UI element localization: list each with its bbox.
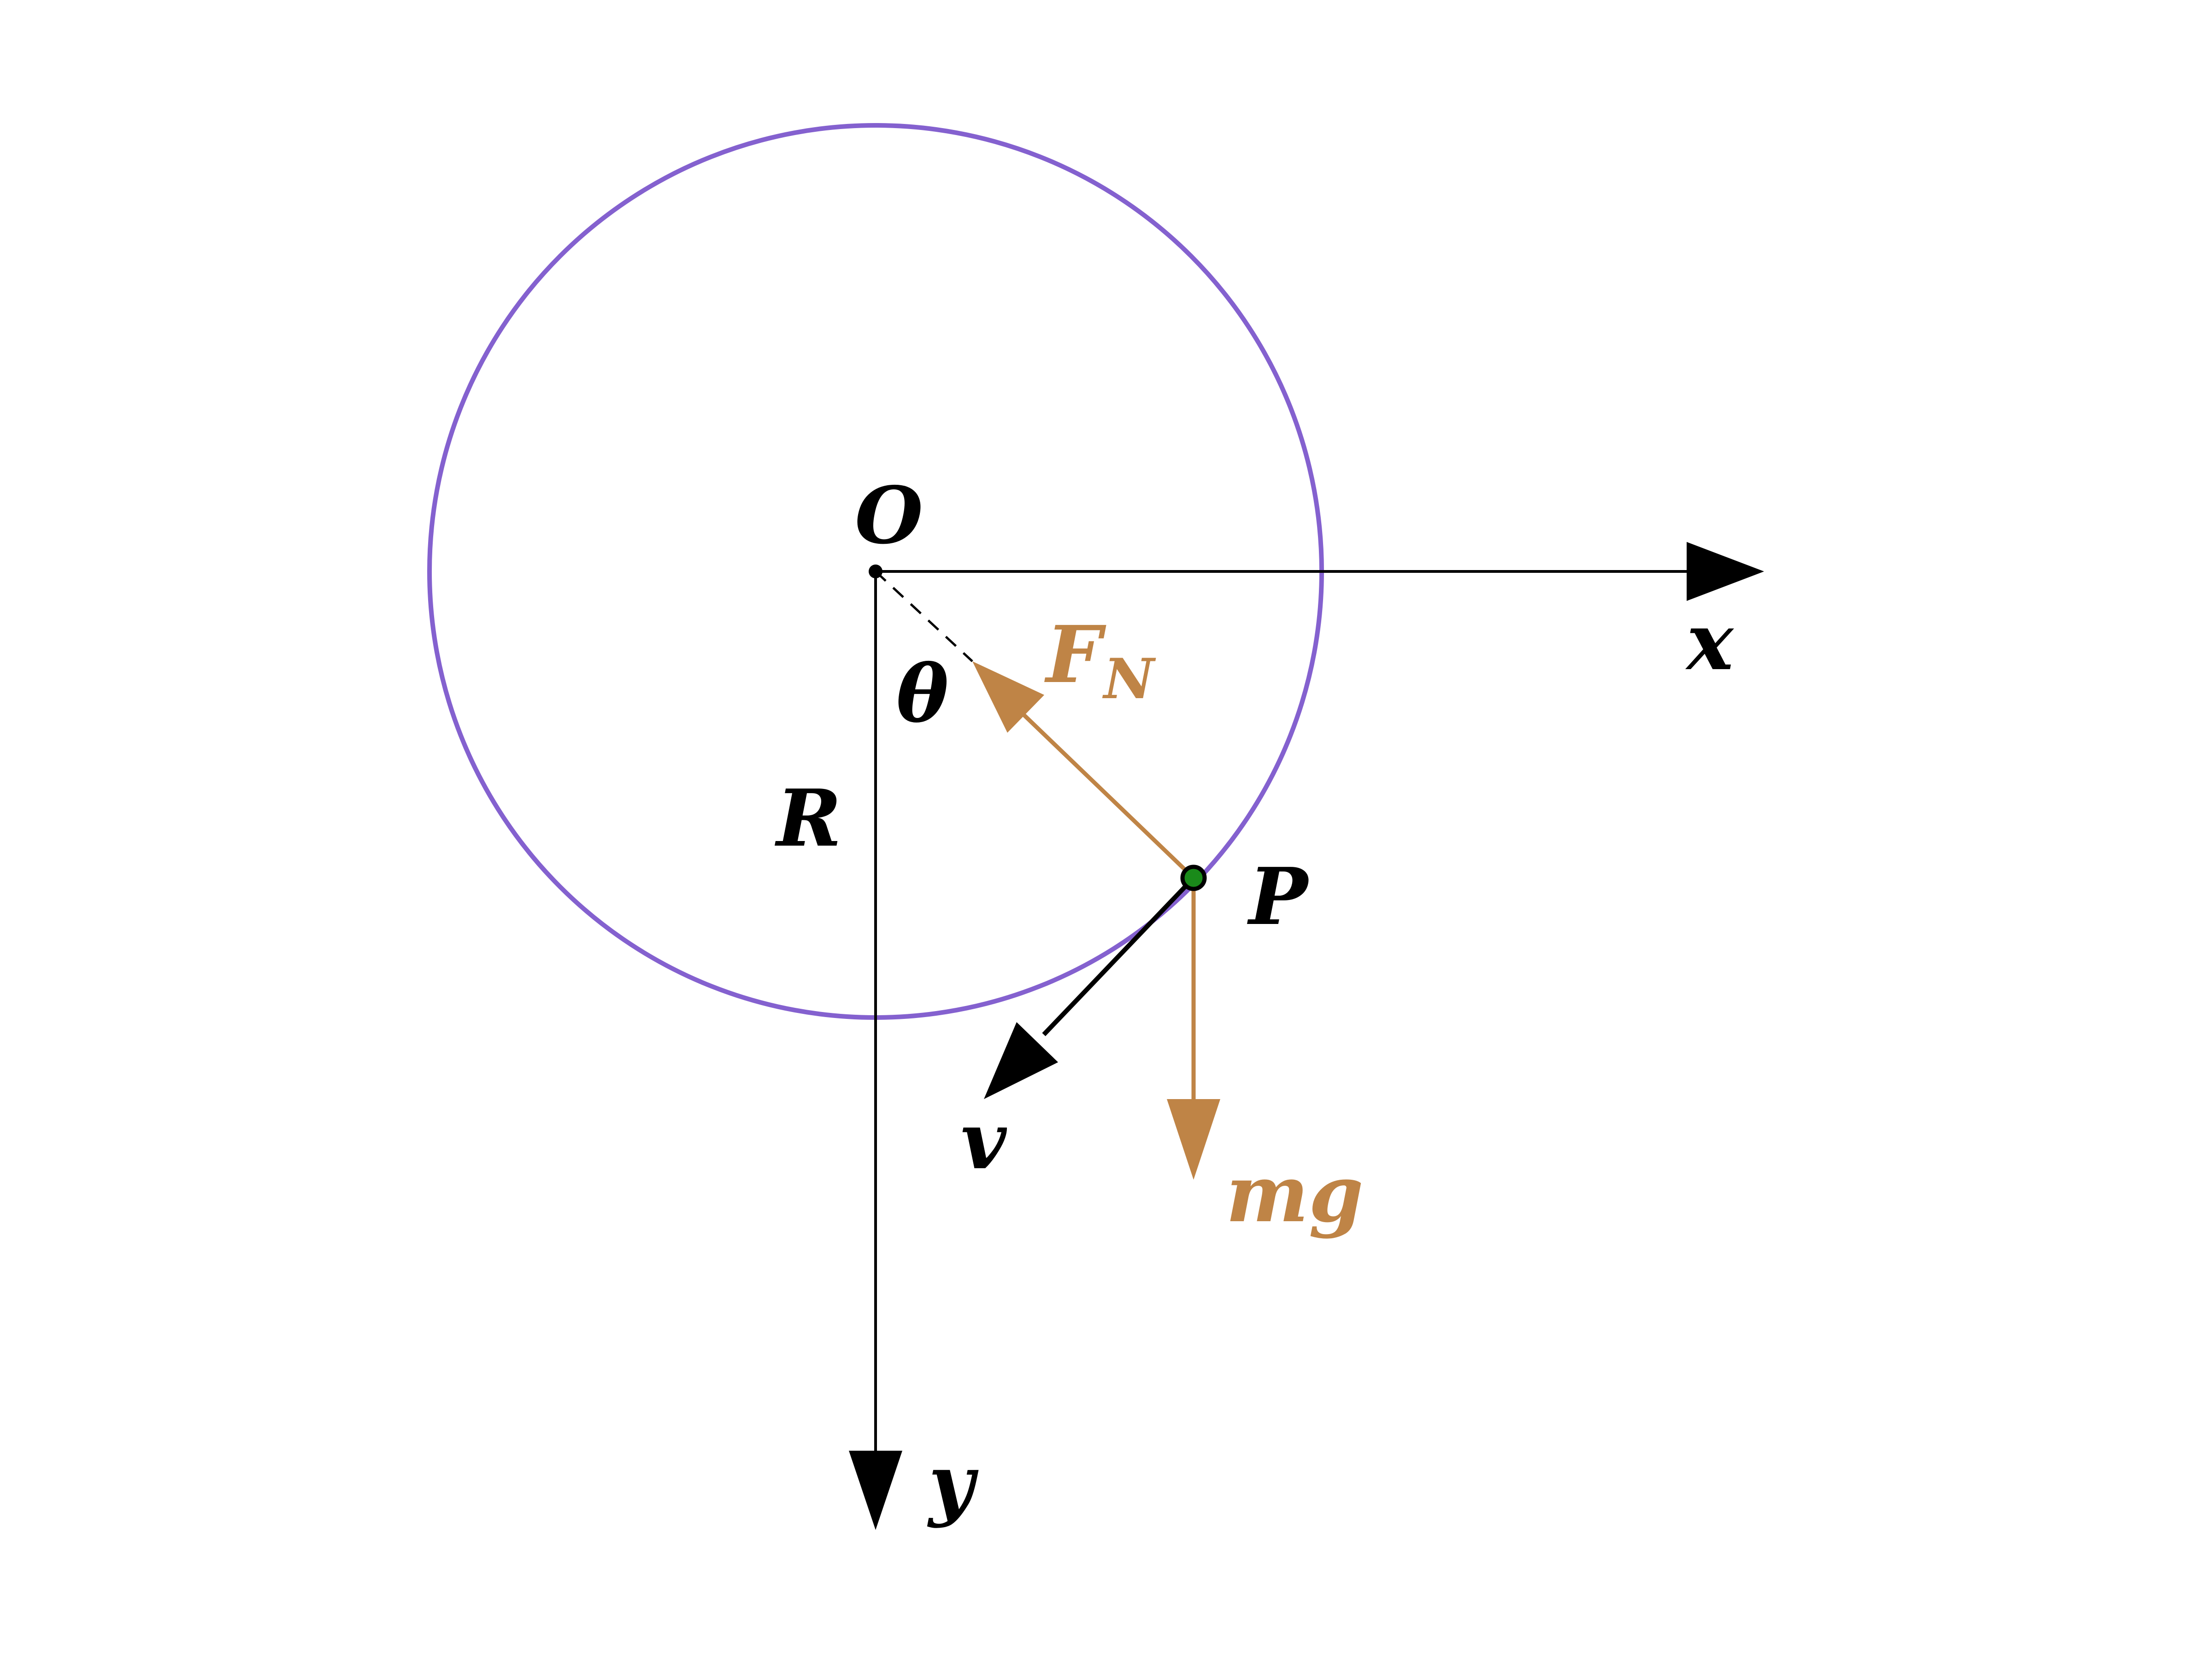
normal-force-label-main: F	[1044, 609, 1106, 701]
point-label: P	[1247, 851, 1310, 943]
normal-force-arrowhead	[972, 661, 1044, 733]
weight-force-label: mg	[1226, 1148, 1364, 1240]
x-axis-arrowhead	[1687, 542, 1764, 601]
y-axis-arrowhead	[849, 1451, 902, 1530]
particle-point	[1180, 865, 1207, 891]
velocity-arrowhead	[984, 1022, 1058, 1099]
x-axis-label: x	[1685, 596, 1734, 688]
normal-force-label: F N	[1044, 609, 1156, 712]
normal-force-line	[1017, 708, 1195, 880]
radius-label: R	[775, 772, 841, 865]
origin-label: O	[855, 470, 923, 562]
weight-force-arrowhead	[1167, 1099, 1220, 1180]
y-axis-label: y	[927, 1437, 979, 1530]
normal-force-label-sub: N	[1102, 647, 1156, 712]
origin-point	[869, 565, 882, 578]
velocity-line	[1042, 876, 1195, 1036]
velocity-label: v	[961, 1095, 1007, 1187]
angle-label: θ	[896, 648, 948, 740]
